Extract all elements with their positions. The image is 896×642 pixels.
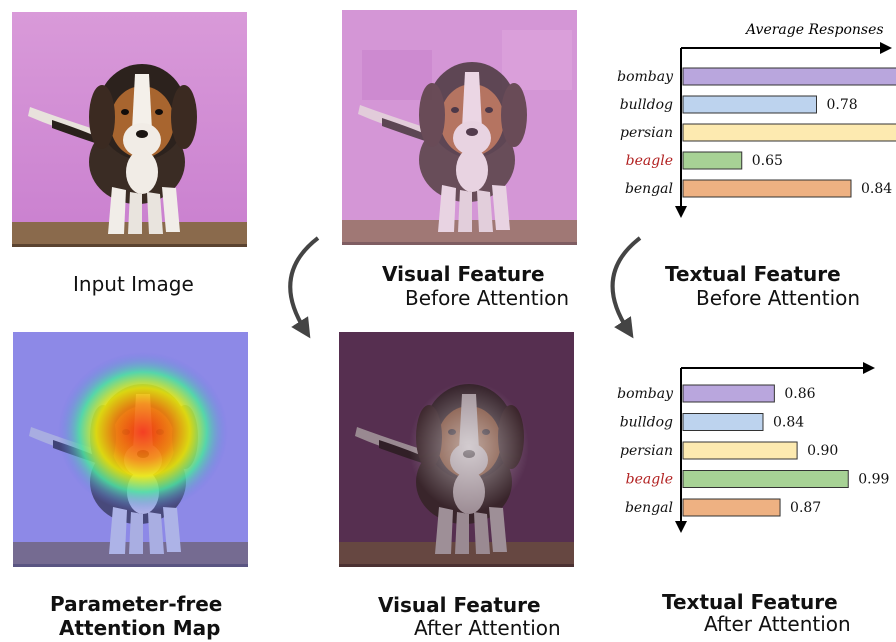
- bar-bulldog: [682, 95, 817, 114]
- attention-map-image: [13, 332, 248, 567]
- visual-feature-before-image: [342, 10, 577, 245]
- bar-bulldog: [682, 413, 764, 431]
- value-label-bulldog: 0.78: [827, 97, 858, 113]
- bar-bengal: [682, 498, 781, 517]
- curved-arrow-left: [288, 236, 320, 339]
- category-label-beagle: beagle: [626, 153, 673, 169]
- category-label-bulldog: bulldog: [620, 415, 673, 431]
- attention-map-title-line1: Parameter-free: [50, 592, 223, 616]
- value-label-beagle: 0.65: [752, 153, 783, 169]
- category-label-bombay: bombay: [617, 69, 674, 85]
- bar-beagle: [682, 470, 849, 488]
- visual-after-subtitle: After Attention: [414, 616, 561, 640]
- category-label-bulldog: bulldog: [620, 97, 673, 113]
- attention-map-title-line2: Attention Map: [59, 616, 221, 640]
- visual-feature-after-image: [339, 332, 574, 567]
- category-label-bombay: bombay: [617, 386, 674, 402]
- value-label-bombay: 0.86: [784, 386, 815, 402]
- value-label-bengal: 0.84: [861, 181, 892, 197]
- textual-after-title: Textual Feature: [662, 590, 838, 614]
- value-label-beagle: 0.99: [858, 472, 889, 488]
- input-image-label: Input Image: [73, 272, 194, 296]
- input-image: [12, 12, 247, 247]
- textual-before-title: Textual Feature: [665, 262, 841, 286]
- category-label-beagle: beagle: [626, 472, 673, 488]
- chart-title-0: Average Responses: [744, 22, 884, 38]
- category-label-persian: persian: [620, 125, 673, 141]
- category-label-bengal: bengal: [625, 500, 673, 516]
- bar-persian: [682, 441, 798, 460]
- category-label-bengal: bengal: [625, 181, 673, 197]
- category-label-persian: persian: [620, 443, 673, 459]
- value-label-bulldog: 0.84: [773, 415, 804, 431]
- visual-before-title: Visual Feature: [382, 262, 545, 286]
- bar-bengal: [682, 179, 852, 198]
- value-label-persian: 0.90: [807, 443, 838, 459]
- bar-bombay: [682, 384, 775, 403]
- textual-before-subtitle: Before Attention: [696, 286, 861, 310]
- value-label-bengal: 0.87: [790, 500, 821, 516]
- curved-arrow-right: [610, 236, 642, 339]
- textual-after-subtitle: After Attention: [704, 612, 851, 636]
- bar-bombay: [682, 67, 896, 86]
- bar-persian: [682, 123, 896, 142]
- visual-before-subtitle: Before Attention: [405, 286, 570, 310]
- bar-beagle: [682, 151, 743, 170]
- visual-after-title: Visual Feature: [378, 593, 541, 617]
